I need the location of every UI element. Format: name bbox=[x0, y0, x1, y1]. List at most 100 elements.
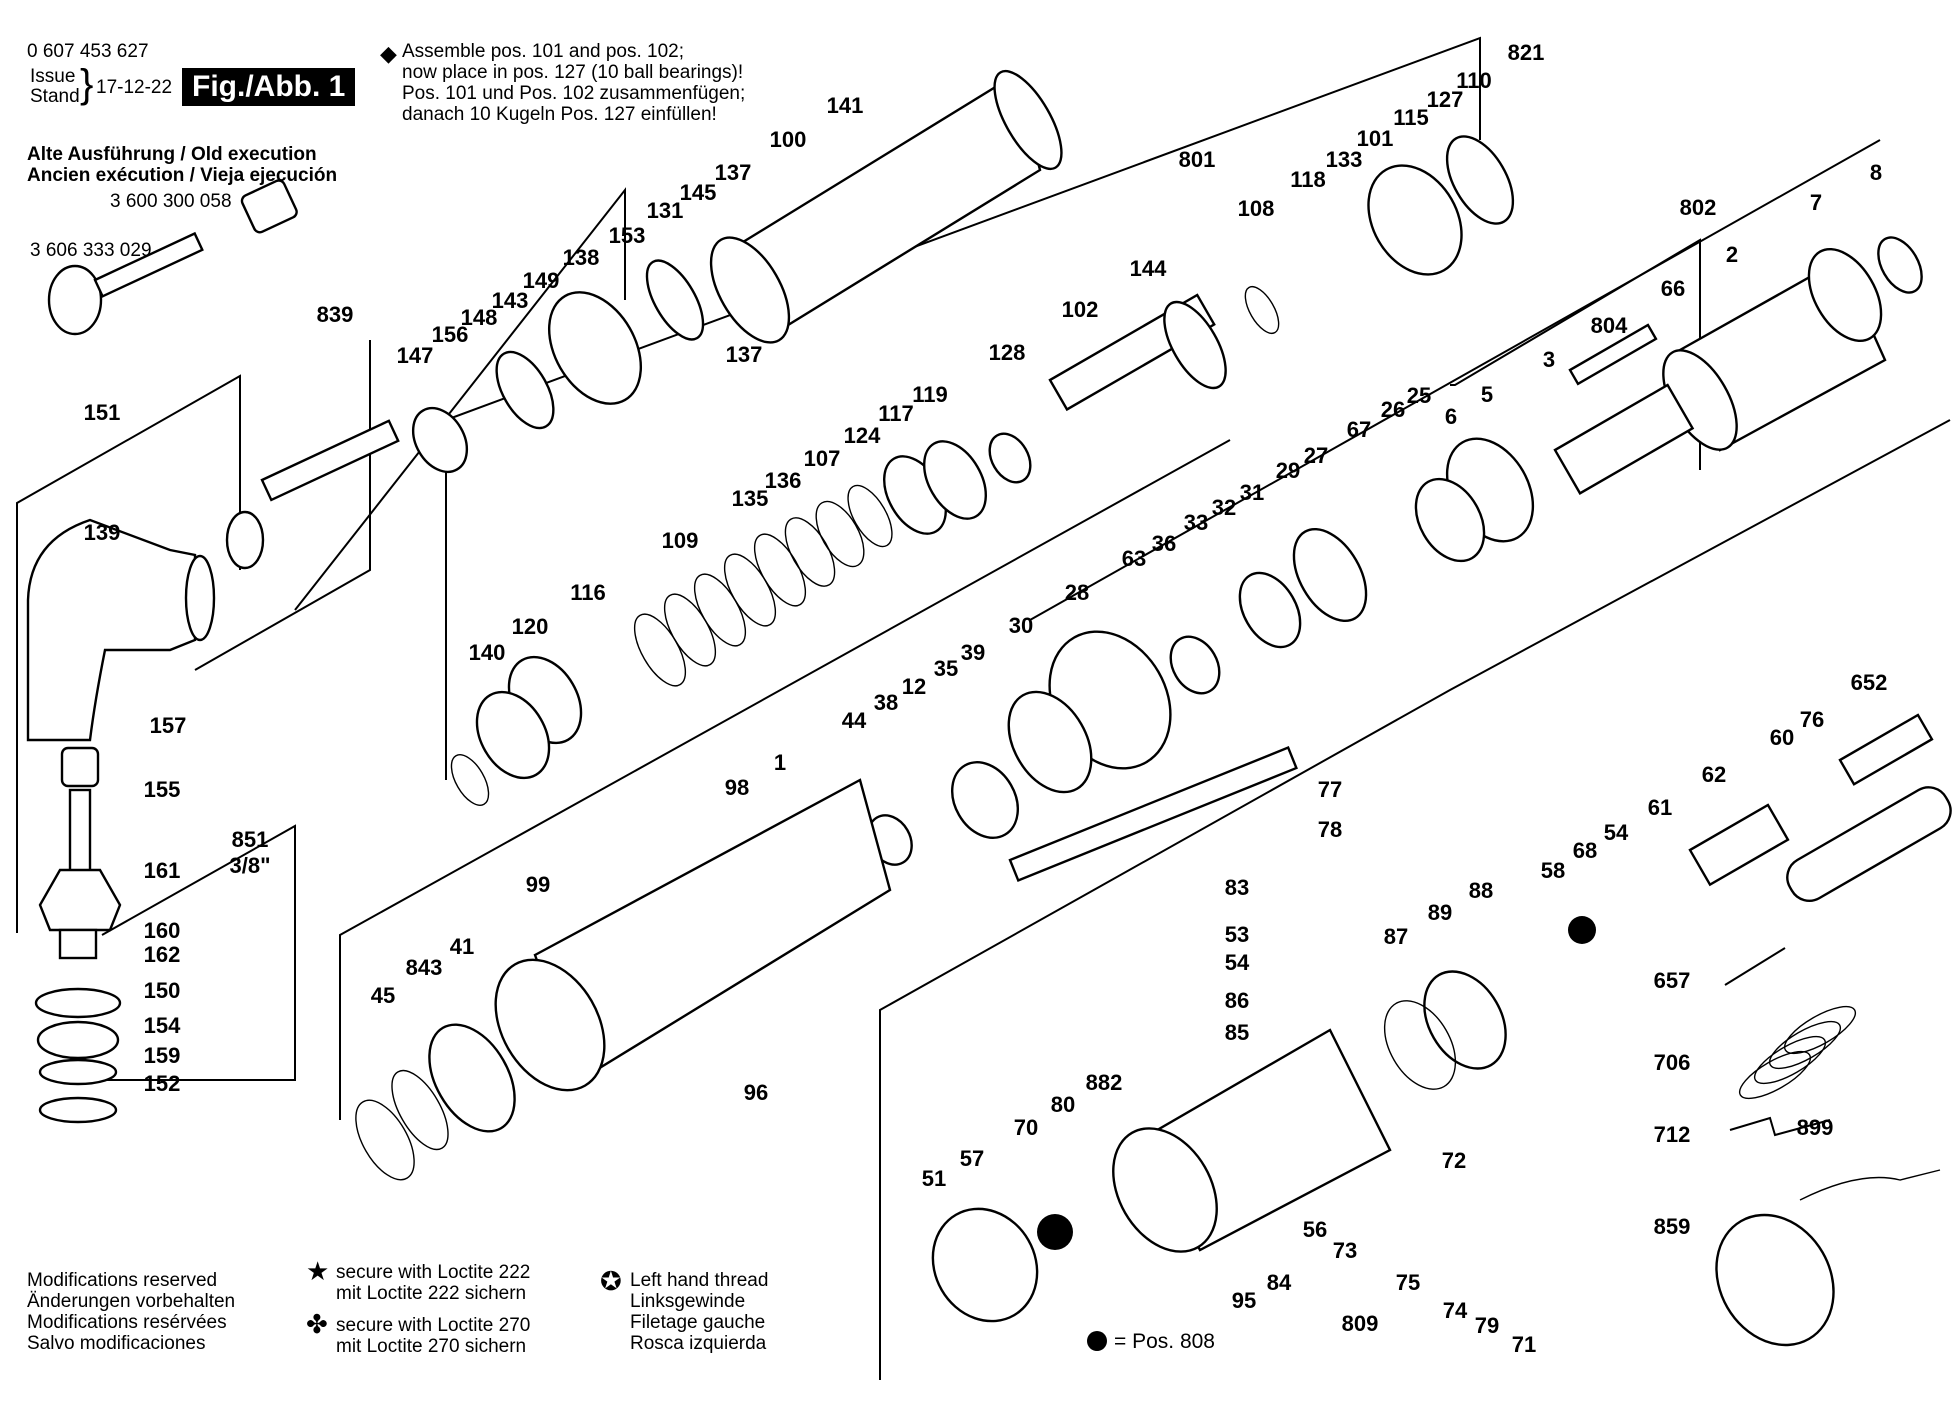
callout-label: 153 bbox=[609, 223, 646, 248]
callout-label: 116 bbox=[570, 580, 606, 605]
callout-label: 28 bbox=[1065, 580, 1089, 605]
lefthand-line-1: Left hand thread bbox=[630, 1270, 769, 1291]
callout-label: 100 bbox=[770, 127, 807, 152]
figure-badge: Fig./Abb. 1 bbox=[182, 68, 356, 106]
callout-label: 131 bbox=[647, 198, 684, 223]
ring-27 bbox=[1292, 527, 1368, 623]
callout-label: 3 bbox=[1543, 347, 1555, 372]
callout-label: 74 bbox=[1443, 1298, 1468, 1323]
bearing-154 bbox=[36, 1020, 120, 1060]
callout-label: 85 bbox=[1225, 1020, 1249, 1045]
callout-label: 128 bbox=[989, 340, 1026, 365]
callout-label: 57 bbox=[960, 1146, 984, 1171]
square-drive bbox=[58, 928, 98, 960]
mod-line-3: Modifications resérvées bbox=[27, 1312, 227, 1333]
bracket-151 bbox=[16, 374, 241, 933]
housing-141-face bbox=[993, 69, 1063, 171]
callout-label: 712 bbox=[1654, 1122, 1691, 1147]
screwdriver-handle bbox=[1786, 786, 1952, 902]
callout-label: 99 bbox=[526, 872, 550, 897]
hex-key-712 bbox=[1729, 1116, 1831, 1137]
o-ring-45 bbox=[355, 1099, 415, 1181]
gear-120 bbox=[475, 690, 551, 780]
bracket-lower-housing bbox=[339, 439, 1231, 1120]
callout-label: 108 bbox=[1238, 196, 1275, 221]
callout-label: 159 bbox=[144, 1043, 181, 1068]
hose-nipple-652 bbox=[1838, 713, 1934, 786]
brace: } bbox=[80, 62, 94, 106]
bracket-upper-left bbox=[294, 187, 626, 611]
vane-804 bbox=[1568, 323, 1658, 386]
callout-label: 899 bbox=[1797, 1115, 1834, 1140]
note-line-3: Pos. 101 und Pos. 102 zusammenfügen; bbox=[402, 83, 746, 104]
callout-label: 156 bbox=[432, 322, 469, 347]
spring-89 bbox=[1383, 1000, 1457, 1090]
mod-line-4: Salvo modificaciones bbox=[27, 1333, 206, 1354]
callout-label: 143 bbox=[492, 288, 529, 313]
ring-159 bbox=[38, 1058, 118, 1086]
callout-label: 882 bbox=[1086, 1070, 1123, 1095]
callout-label: 61 bbox=[1648, 795, 1672, 820]
callout-label: 859 bbox=[1654, 1214, 1691, 1239]
lever-77 bbox=[1008, 746, 1298, 882]
callout-label: 33 bbox=[1184, 510, 1208, 535]
club-icon: ✤ bbox=[306, 1309, 328, 1339]
callout-label: 88 bbox=[1469, 878, 1493, 903]
callout-label: 45 bbox=[371, 983, 395, 1008]
callout-label: 12 bbox=[902, 674, 926, 699]
callout-label: 87 bbox=[1384, 924, 1408, 949]
diamond-icon: ◆ bbox=[380, 41, 397, 66]
ring-88 bbox=[1423, 970, 1507, 1070]
spring-108 bbox=[1244, 285, 1280, 335]
callout-label: 71 bbox=[1512, 1332, 1536, 1357]
callout-label: 137 bbox=[726, 342, 763, 367]
note-line-2: now place in pos. 127 (10 ball bearings)… bbox=[402, 62, 744, 83]
callout-label: 152 bbox=[144, 1071, 181, 1096]
callout-label: 35 bbox=[934, 656, 958, 681]
callout-label: 161 bbox=[144, 858, 181, 883]
pos808-label: = Pos. 808 bbox=[1114, 1330, 1215, 1353]
bracket-lower-right bbox=[879, 419, 1951, 1380]
callout-label: 150 bbox=[144, 978, 181, 1003]
loctite270-line-2: mit Loctite 270 sichern bbox=[336, 1336, 527, 1357]
callout-label: 36 bbox=[1152, 531, 1176, 556]
end-plate-7 bbox=[1807, 247, 1883, 343]
star-icon: ★ bbox=[306, 1256, 330, 1286]
callout-label: 8 bbox=[1870, 160, 1882, 185]
old-part-b: 3 606 333 029 bbox=[30, 240, 152, 261]
callout-label: 138 bbox=[563, 245, 600, 270]
callout-label: 839 bbox=[317, 302, 354, 327]
callout-label: 29 bbox=[1276, 458, 1300, 483]
callout-label: 804 bbox=[1591, 313, 1628, 338]
plate-57 bbox=[931, 1207, 1039, 1323]
callout-label: 84 bbox=[1267, 1270, 1292, 1295]
bracket-839 bbox=[194, 340, 371, 671]
callout-label: 79 bbox=[1475, 1313, 1499, 1338]
ring-150 bbox=[34, 987, 122, 1019]
rotor-3 bbox=[1553, 383, 1695, 495]
callout-label: 102 bbox=[1062, 297, 1099, 322]
issue-label: Issue bbox=[30, 66, 76, 87]
hose-899 bbox=[1799, 1169, 1941, 1201]
callout-label: 73 bbox=[1333, 1238, 1357, 1263]
lefthand-line-4: Rosca izquierda bbox=[630, 1333, 767, 1354]
bracket-802-top bbox=[1029, 139, 1881, 621]
circlip-140 bbox=[450, 754, 490, 806]
lefthand-line-2: Linksgewinde bbox=[630, 1291, 746, 1312]
callout-label: 77 bbox=[1318, 777, 1342, 802]
screwdriver-blade bbox=[1724, 947, 1786, 986]
callout-label: 149 bbox=[523, 268, 560, 293]
callout-label: 107 bbox=[804, 446, 841, 471]
callout-label: 38 bbox=[874, 690, 898, 715]
note-line-1: Assemble pos. 101 and pos. 102; bbox=[402, 41, 685, 62]
callout-label: 30 bbox=[1009, 613, 1033, 638]
flange-144 bbox=[1163, 300, 1227, 390]
callout-label: 133 bbox=[1326, 147, 1363, 172]
callout-label: 60 bbox=[1770, 725, 1794, 750]
callout-label: 140 bbox=[469, 640, 506, 665]
callout-label: 98 bbox=[725, 775, 749, 800]
callout-label: 62 bbox=[1702, 762, 1726, 787]
callout-label: 137 bbox=[715, 160, 752, 185]
